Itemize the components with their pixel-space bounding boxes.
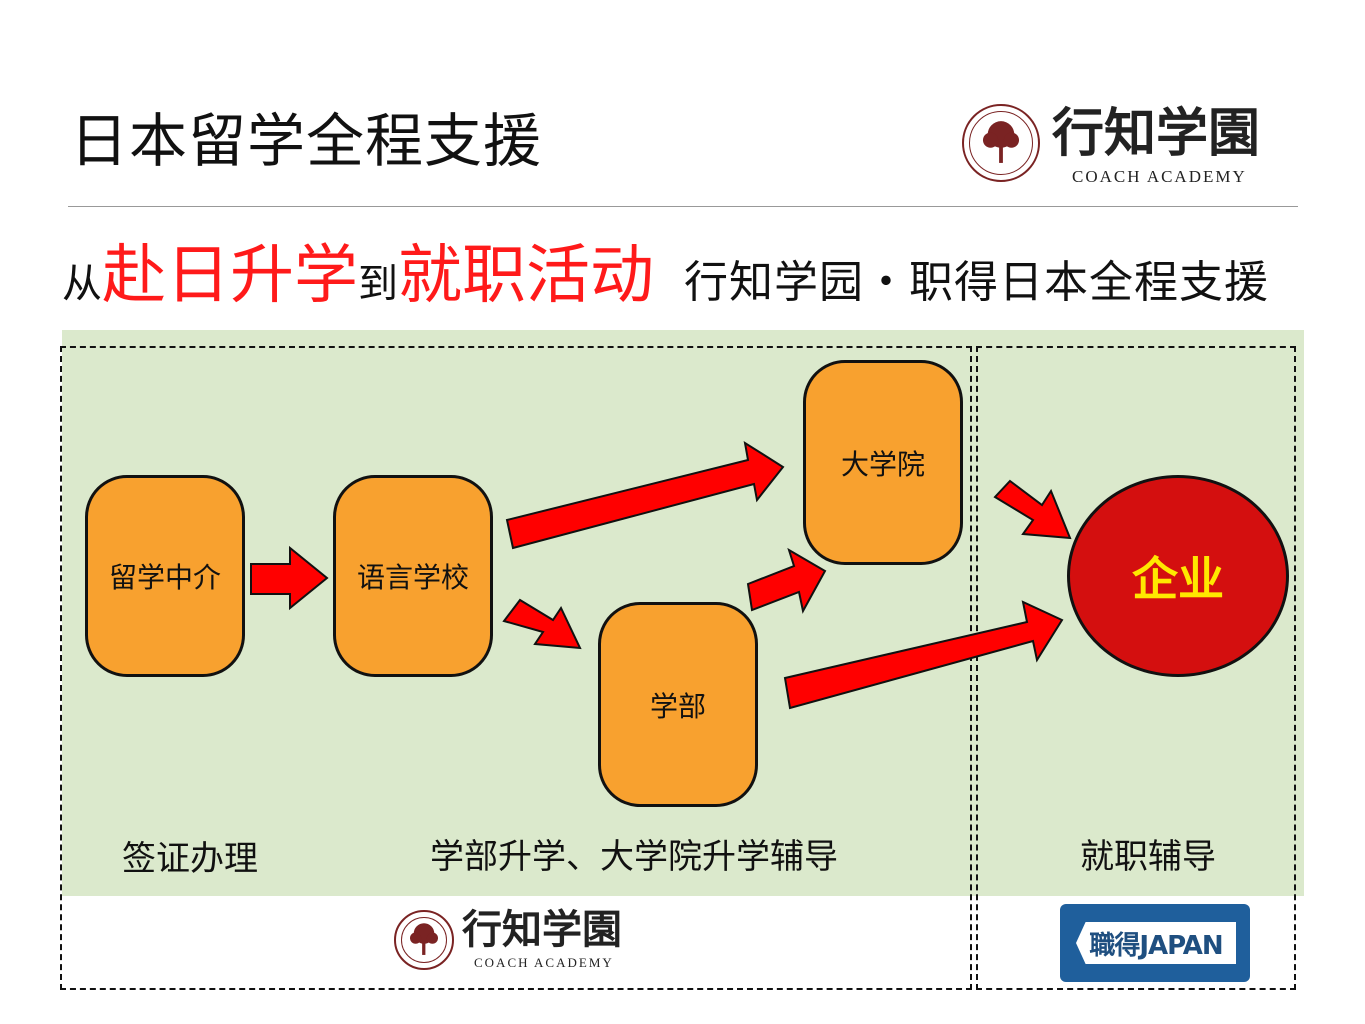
headline-support: 行知学园・职得日本全程支援 — [684, 257, 1269, 308]
headline-to: 到 — [358, 261, 398, 307]
headline-job-hunting: 就职活动 — [398, 239, 654, 313]
shokutoku-japan-label: 職得JAPAN — [1089, 930, 1223, 961]
arrow-undergraduate-to-company — [783, 600, 1064, 710]
caption-career-guidance: 就职辅导 — [1080, 837, 1216, 877]
logo-seal-icon — [962, 104, 1040, 182]
coach-academy-logo: 行知学園 COACH ACADEMY — [950, 94, 1310, 194]
node-undergraduate: 学部 — [598, 602, 758, 807]
footer-logo-subtitle: COACH ACADEMY — [474, 955, 614, 970]
footer-logo-name: 行知学園 — [462, 906, 622, 953]
footer-coach-academy-logo: 行知学園 COACH ACADEMY — [390, 904, 640, 974]
logo-name: 行知学園 — [1052, 103, 1261, 164]
study-support-region — [60, 346, 972, 990]
arrow-language-school-to-undergraduate — [502, 598, 582, 650]
node-company: 企业 — [1067, 475, 1289, 677]
arrow-undergraduate-to-graduate-school — [746, 547, 827, 614]
node-study-abroad-agent: 留学中介 — [85, 475, 245, 677]
career-support-region — [976, 346, 1296, 990]
page-title: 日本留学全程支援 — [70, 107, 543, 175]
node-language-school: 语言学校 — [333, 475, 493, 677]
arrow-language-school-to-graduate-school — [505, 440, 785, 550]
footer-logo-seal-icon — [394, 910, 454, 970]
headline-study-abroad: 赴日升学 — [102, 239, 358, 313]
logo-subtitle: COACH ACADEMY — [1072, 167, 1247, 186]
node-graduate-school: 大学院 — [803, 360, 963, 565]
caption-visa: 签证办理 — [122, 839, 258, 879]
arrow-agent-to-language-school — [250, 545, 329, 611]
headline: 从赴日升学到就职活动行知学园・职得日本全程支援 — [62, 244, 1269, 308]
header-divider — [68, 206, 1298, 207]
shokutoku-japan-logo: 職得JAPAN — [1060, 904, 1250, 982]
caption-study-guidance: 学部升学、大学院升学辅导 — [430, 837, 838, 877]
headline-from: 从 — [62, 261, 102, 307]
arrow-graduate-school-to-company — [993, 479, 1072, 540]
